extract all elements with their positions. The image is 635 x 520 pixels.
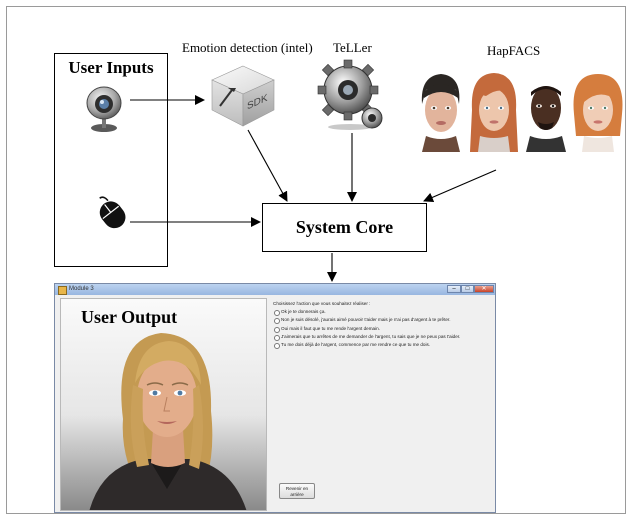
option-label: Ok je te donnerais ça.: [281, 309, 326, 314]
hapfacs-faces-image: [414, 70, 623, 152]
option-item[interactable]: Non je suis désolé, j'aurais aimé pouvoi…: [273, 316, 460, 325]
radio-button[interactable]: [274, 343, 280, 350]
face-2: [470, 73, 518, 152]
option-item[interactable]: J'aimerais que tu arrêtes de me demander…: [273, 333, 460, 341]
arrow-sdk-to-core: [247, 129, 288, 202]
webcam-icon: [86, 86, 122, 132]
maximize-button[interactable]: □: [461, 285, 474, 293]
radio-button[interactable]: [274, 310, 280, 316]
radio-button[interactable]: [274, 326, 280, 333]
avatar-image: [89, 333, 247, 510]
option-label: Non je suis désolé, j'aurais aimé pouvoi…: [281, 317, 451, 323]
radio-button[interactable]: [274, 318, 280, 325]
action-options: Choisissez l'action que vous souhaitez r…: [273, 300, 460, 350]
system-core-box: System Core: [262, 203, 427, 252]
window-app-icon: [58, 286, 67, 295]
arrow-hapfacs-to-core: [423, 169, 497, 203]
option-label: Tu me dois déjà de l'argent, commence pa…: [281, 342, 431, 348]
window-titlebar[interactable]: Module 3 – □ ✕: [55, 284, 495, 295]
option-item[interactable]: Tu me dois déjà de l'argent, commence pa…: [273, 341, 460, 350]
face-1: [414, 70, 466, 152]
option-label: Oui mais il faut que tu me rende l'argen…: [281, 325, 380, 331]
figure-frame: [6, 6, 626, 514]
option-label: J'aimerais que tu arrêtes de me demander…: [281, 333, 461, 339]
close-button[interactable]: ✕: [474, 285, 494, 293]
hapfacs-label: HapFACS: [487, 43, 541, 58]
radio-button[interactable]: [274, 334, 280, 341]
teller-label: TeLLer: [333, 40, 372, 55]
face-3: [526, 86, 566, 152]
emotion-detection-label: Emotion detection (intel): [182, 40, 313, 55]
window-title: Module 3: [69, 286, 94, 292]
avatar-pane: User Output: [60, 298, 267, 511]
system-core-label: System Core: [295, 217, 394, 237]
back-button[interactable]: Revenir en arrière: [279, 483, 315, 499]
face-4: [573, 74, 623, 152]
module-window: Module 3 – □ ✕ User: [54, 283, 496, 513]
option-item[interactable]: Ok je te donnerais ça.: [273, 308, 460, 316]
mouse-icon: [99, 196, 126, 229]
option-item[interactable]: Oui mais il faut que tu me rende l'argen…: [273, 325, 460, 333]
user-inputs-title: User Inputs: [68, 58, 154, 77]
minimize-button[interactable]: –: [447, 285, 461, 293]
action-prompt: Choisissez l'action que vous souhaitez r…: [273, 301, 371, 306]
user-output-label: User Output: [81, 307, 178, 327]
sdk-cube-icon: [211, 65, 275, 127]
gear-icon: [317, 59, 383, 130]
